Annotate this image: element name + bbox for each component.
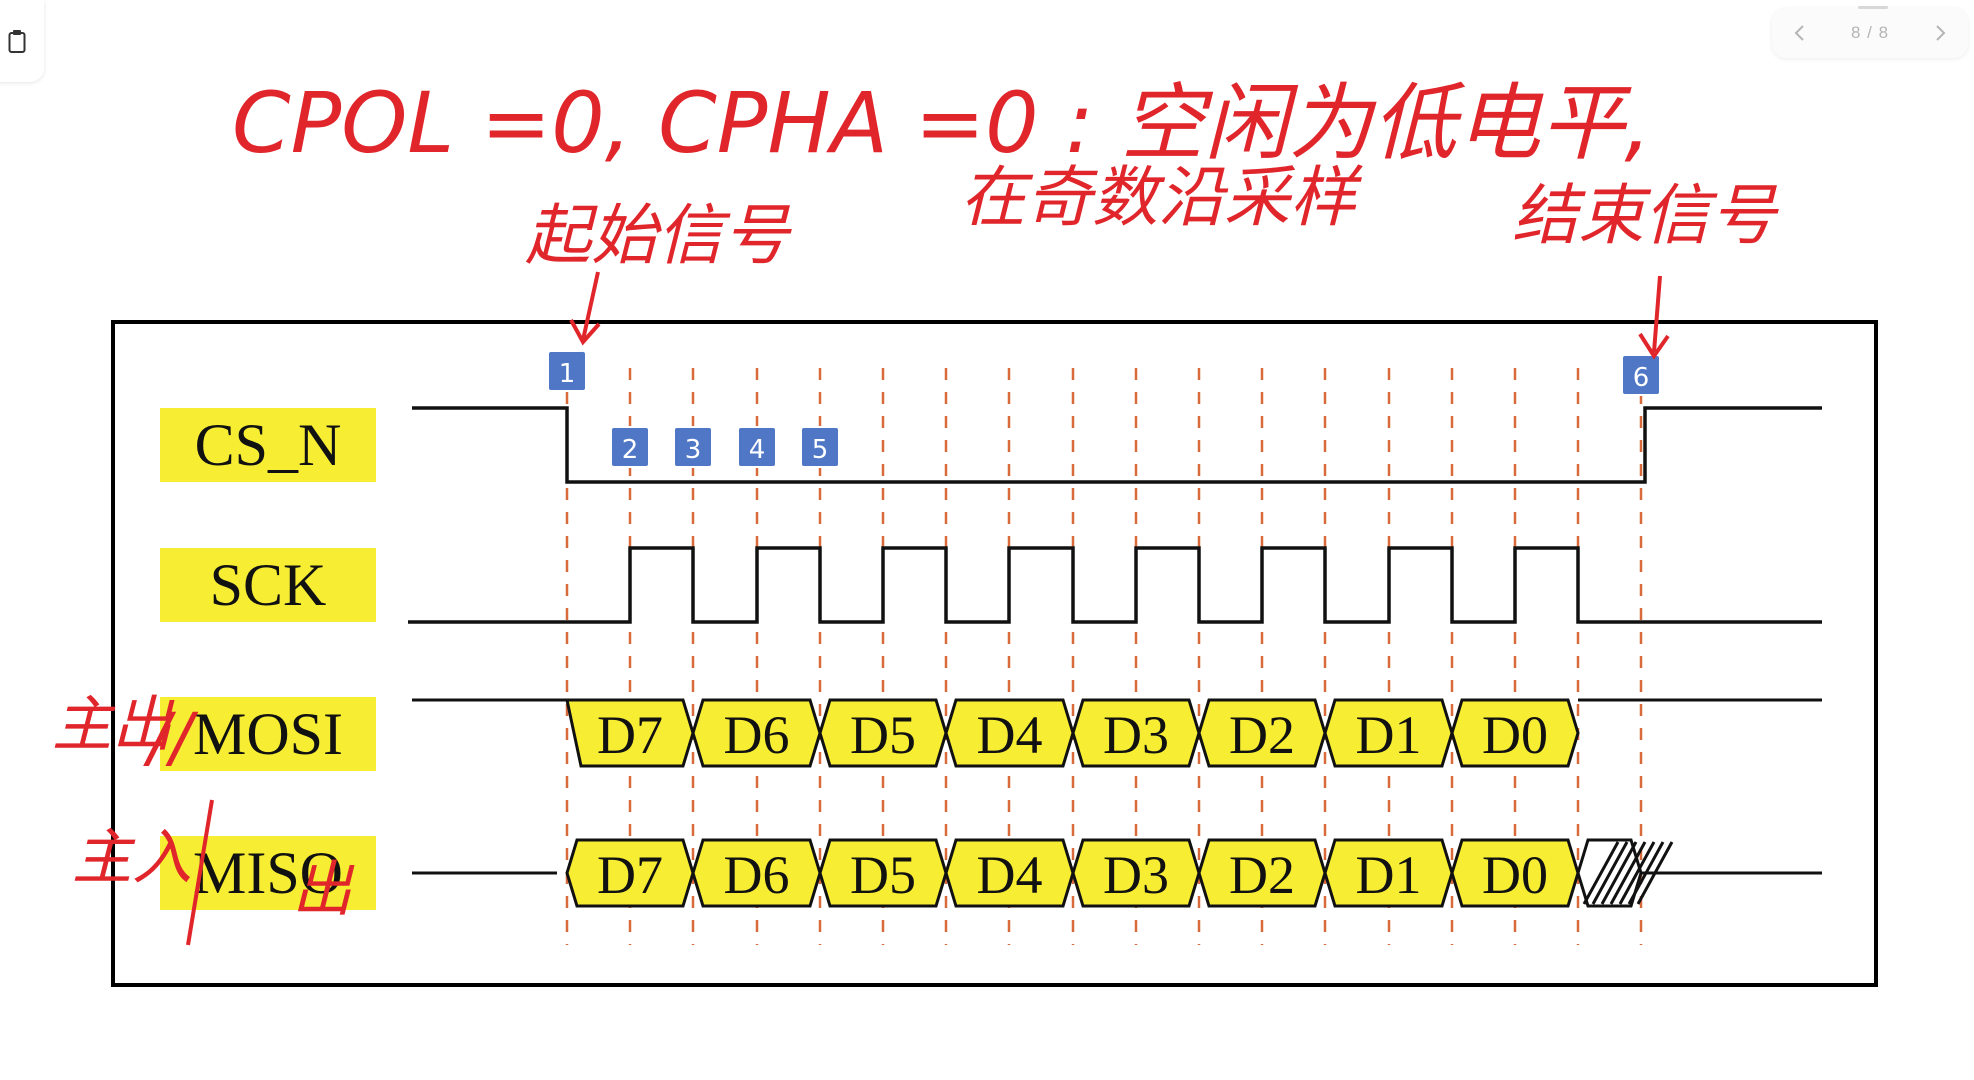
annotation-start-signal: 起始信号 xyxy=(525,197,792,274)
mosi-cell-d4 xyxy=(944,698,1075,768)
miso-cell-d2 xyxy=(1197,838,1327,908)
prev-page-button[interactable] xyxy=(1786,19,1814,47)
mosi-bit-label-d6: D6 xyxy=(724,705,790,765)
mosi-bit-label-d3: D3 xyxy=(1103,705,1169,765)
marker-box-4 xyxy=(737,426,777,468)
miso-bit-label-d4: D4 xyxy=(977,845,1043,905)
clipboard-icon xyxy=(8,30,26,53)
label-bg-cs xyxy=(160,408,376,482)
marker-label-3: 3 xyxy=(685,435,702,465)
signal-label-cs-n: CS_N xyxy=(195,412,342,478)
page-navigator: 8 / 8 xyxy=(1772,6,1968,58)
mosi-cell-d6 xyxy=(691,698,822,768)
mosi-bit-label-d4: D4 xyxy=(977,705,1043,765)
signal-label-mosi: MOSI xyxy=(193,701,343,767)
start-arrow-icon xyxy=(569,271,601,346)
miso-bit-label-d7: D7 xyxy=(597,845,663,905)
mosi-bit-label-d5: D5 xyxy=(850,705,916,765)
cs-n-waveform xyxy=(412,406,1822,484)
next-page-button[interactable] xyxy=(1926,19,1954,47)
marker-box-5 xyxy=(800,426,840,468)
end-arrow-icon xyxy=(1638,275,1670,360)
page-indicator: 8 / 8 xyxy=(1850,23,1890,42)
marker-box-6 xyxy=(1621,354,1661,396)
mosi-cell-d1 xyxy=(1323,698,1454,768)
miso-cell-d6 xyxy=(691,838,822,908)
miso-data-bus: D7 D6 D5 D4 D3 D2 D1 D0 xyxy=(412,838,1822,908)
mosi-cell-d7 xyxy=(565,698,695,768)
marker-label-6: 6 xyxy=(1633,363,1650,393)
miso-hatch-2 xyxy=(1600,841,1638,905)
miso-slash-icon xyxy=(186,799,214,946)
label-bg-mosi xyxy=(160,697,376,771)
mosi-data-bus: D7 D6 D5 D4 D3 D2 D1 D0 xyxy=(412,698,1822,768)
annotation-mosi-master-out: 主出 xyxy=(52,690,175,760)
marker-box-3 xyxy=(673,426,713,468)
annotation-miso-master-in: 主入 xyxy=(72,823,192,893)
label-bg-sck xyxy=(160,548,376,622)
miso-hatch-3 xyxy=(1609,841,1647,905)
annotation-mosi-slash: // xyxy=(143,699,199,776)
miso-hatch-1 xyxy=(1591,841,1629,905)
mosi-bit-label-d0: D0 xyxy=(1482,705,1548,765)
miso-cell-d3 xyxy=(1071,838,1201,908)
annotation-miso-out: 出 xyxy=(292,855,355,925)
miso-hatch-4 xyxy=(1618,841,1656,905)
signal-labels: CS_N SCK MOSI MISO xyxy=(160,408,376,910)
marker-label-2: 2 xyxy=(622,435,639,465)
mosi-bit-label-d7: D7 xyxy=(597,705,663,765)
diagram-frame xyxy=(111,320,1878,987)
miso-cell-d0 xyxy=(1450,838,1580,908)
sck-waveform xyxy=(408,546,1822,624)
miso-bit-label-d0: D0 xyxy=(1482,845,1548,905)
event-markers: 1 2 3 4 5 6 xyxy=(547,350,1661,468)
miso-cell-d5 xyxy=(818,838,948,908)
pager-grip xyxy=(1858,6,1888,9)
marker-box-2 xyxy=(610,426,650,468)
marker-box-1 xyxy=(547,350,587,392)
miso-hatch-0 xyxy=(1582,841,1620,905)
mosi-bit-label-d1: D1 xyxy=(1356,705,1422,765)
annotation-end-signal: 结束信号 xyxy=(1512,177,1779,254)
mosi-cell-d3 xyxy=(1071,698,1201,768)
chevron-right-icon xyxy=(1936,25,1946,41)
signal-label-sck: SCK xyxy=(210,552,327,618)
annotation-mode-line2: 在奇数沿采样 xyxy=(960,159,1363,236)
miso-cell-d7 xyxy=(565,838,695,908)
mosi-cell-d2 xyxy=(1197,698,1327,768)
marker-label-1: 1 xyxy=(559,359,576,389)
miso-cell-d1 xyxy=(1323,838,1454,908)
mosi-cell-d0 xyxy=(1450,698,1580,768)
marker-label-5: 5 xyxy=(812,435,829,465)
signal-label-miso: MISO xyxy=(193,840,343,906)
miso-bit-label-d1: D1 xyxy=(1356,845,1422,905)
miso-bit-label-d2: D2 xyxy=(1229,845,1295,905)
side-toolbar-tab[interactable] xyxy=(0,0,44,82)
mosi-bit-label-d2: D2 xyxy=(1229,705,1295,765)
annotation-mode-line1: CPOL =0, CPHA =0 : 空闲为低电平, xyxy=(232,74,1651,172)
handwritten-annotations: CPOL =0, CPHA =0 : 空闲为低电平, 在奇数沿采样 起始信号 结… xyxy=(52,74,1779,946)
miso-bit-label-d3: D3 xyxy=(1103,845,1169,905)
marker-label-4: 4 xyxy=(749,435,766,465)
miso-bit-label-d6: D6 xyxy=(724,845,790,905)
miso-cell-d4 xyxy=(944,838,1075,908)
miso-bit-label-d5: D5 xyxy=(850,845,916,905)
mosi-cell-d5 xyxy=(818,698,948,768)
chevron-left-icon xyxy=(1794,25,1804,41)
